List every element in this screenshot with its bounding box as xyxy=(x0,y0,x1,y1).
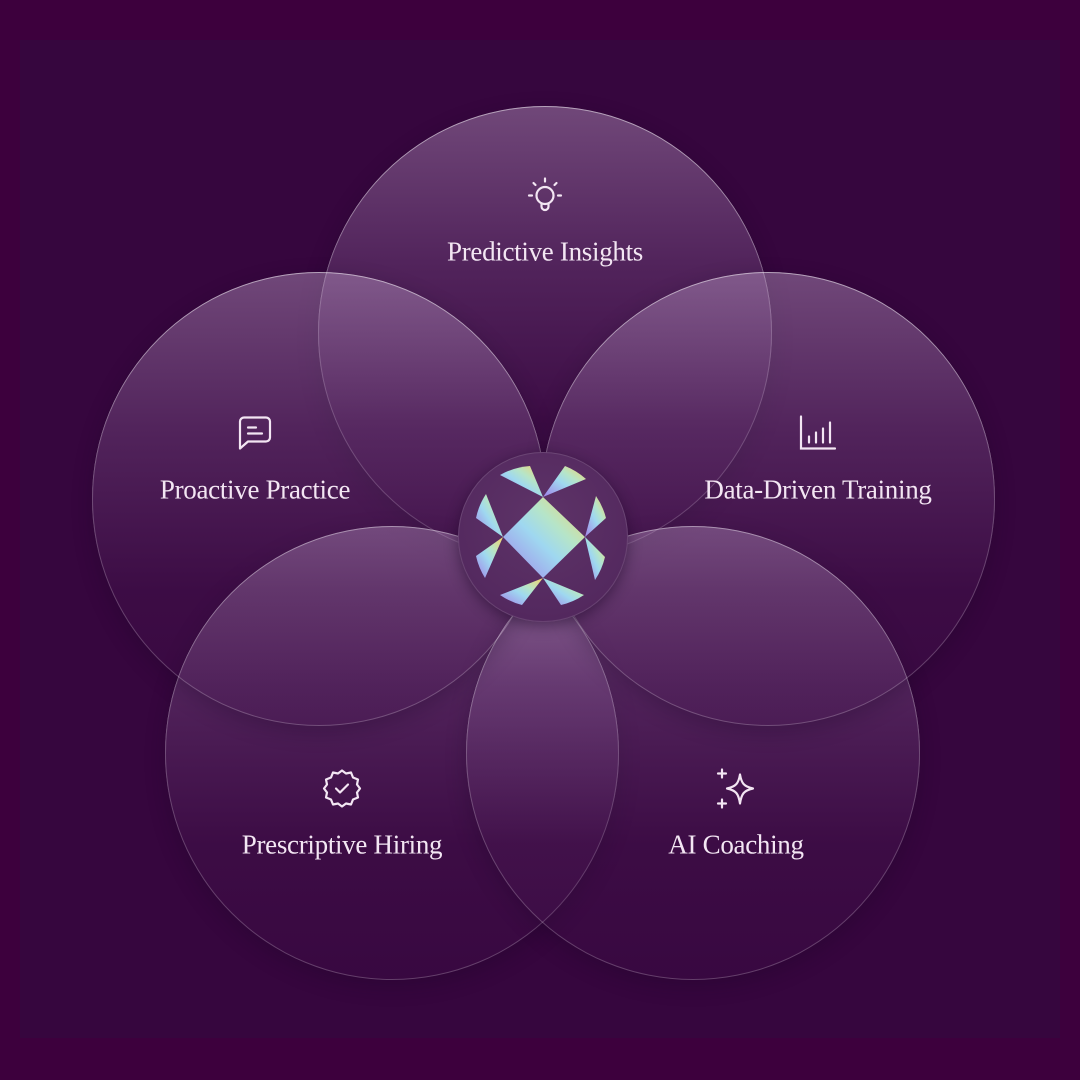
label-ai-coaching: AI Coaching xyxy=(668,829,804,860)
lightbulb-icon xyxy=(523,174,567,223)
label-data-driven-training: Data-Driven Training xyxy=(704,474,932,505)
chat-bubble-icon xyxy=(234,414,276,459)
label-predictive-insights: Predictive Insights xyxy=(446,236,644,267)
label-proactive-practice: Proactive Practice xyxy=(159,474,351,505)
prismatic-diamond-logo-icon xyxy=(476,466,606,605)
sparkles-icon xyxy=(713,766,759,817)
bar-chart-icon xyxy=(796,413,840,460)
label-prescriptive-hiring: Prescriptive Hiring xyxy=(241,829,443,860)
center-hub xyxy=(458,452,628,622)
verified-badge-icon xyxy=(320,767,364,816)
